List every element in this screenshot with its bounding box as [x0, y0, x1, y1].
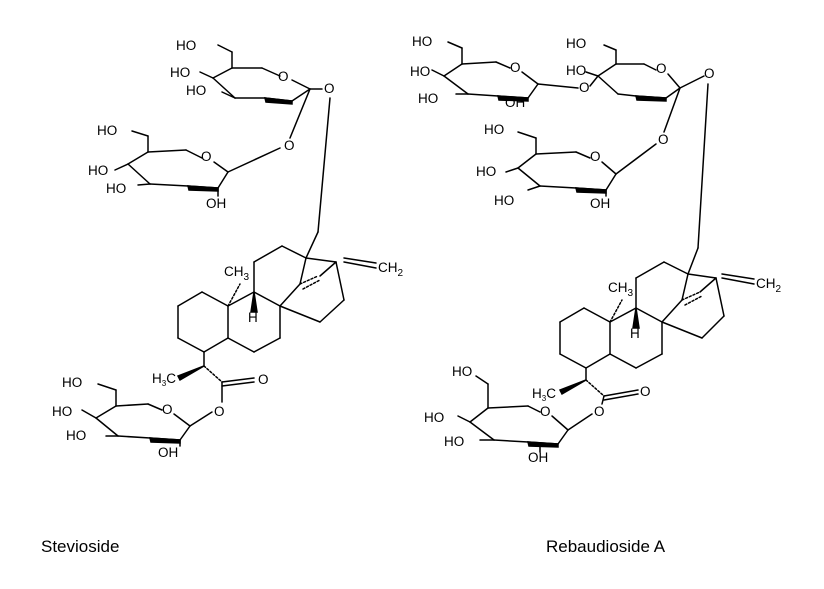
- ester-oxygen-label: O: [214, 404, 225, 419]
- ring-oxygen-label: O: [540, 404, 551, 419]
- glycosidic-oxygen-label: O: [704, 66, 715, 81]
- carbonyl-oxygen-label: O: [258, 372, 269, 387]
- caption-stevioside: Stevioside: [41, 537, 120, 556]
- methyl-label: CH3: [224, 264, 250, 283]
- atom-label: HO: [170, 65, 190, 80]
- stevioside-top-glucose-ring: [199, 44, 323, 139]
- rebaudioside-top-glucose-ring: [585, 44, 705, 133]
- atom-label: OH: [590, 196, 610, 211]
- atom-label: HO: [62, 375, 82, 390]
- glycosidic-oxygen-label: O: [284, 138, 295, 153]
- rebaudioside-steviol-core: [558, 83, 755, 405]
- atom-label: HO: [418, 91, 438, 106]
- atom-label: HO: [97, 123, 117, 138]
- atom-label: HO: [566, 36, 586, 51]
- hydrogen-label: H: [630, 326, 640, 341]
- methylene-label: CH2: [378, 260, 404, 279]
- ring-oxygen-label: O: [510, 60, 521, 75]
- ester-oxygen-label: O: [594, 404, 605, 419]
- atom-label: OH: [206, 196, 226, 211]
- atom-label: HO: [52, 404, 72, 419]
- atom-label: HO: [566, 63, 586, 78]
- atom-label: HO: [88, 163, 108, 178]
- atom-label: HO: [444, 434, 464, 449]
- rebaudioside-ester-glucose-ring: [457, 375, 593, 453]
- rebaudioside-left-glucose-ring: [431, 41, 579, 102]
- glycosidic-oxygen-label: O: [324, 81, 335, 96]
- carbonyl-oxygen-label: O: [640, 384, 651, 399]
- methyl-label: H3C: [152, 371, 176, 388]
- atom-label: HO: [106, 181, 126, 196]
- atom-label: HO: [424, 410, 444, 425]
- ring-oxygen-label: O: [278, 69, 289, 84]
- stevioside-steviol-core: [176, 97, 377, 403]
- atom-label: OH: [158, 445, 178, 460]
- methyl-label: CH3: [608, 280, 634, 299]
- methyl-label: H3C: [532, 386, 556, 403]
- glycosidic-oxygen-label: O: [579, 80, 590, 95]
- ring-oxygen-label: O: [201, 149, 212, 164]
- hydrogen-label: H: [248, 310, 258, 325]
- atom-label: HO: [186, 83, 206, 98]
- ring-oxygen-label: O: [656, 61, 667, 76]
- caption-rebaudioside-a: Rebaudioside A: [546, 537, 666, 556]
- glycosidic-oxygen-label: O: [658, 132, 669, 147]
- ring-oxygen-label: O: [162, 402, 173, 417]
- atom-label: HO: [66, 428, 86, 443]
- stevioside-structure: HO HO HO O O O HO HO HO O OH: [52, 38, 404, 460]
- atom-label: HO: [176, 38, 196, 53]
- rebaudioside-a-structure: HO HO HO O OH O HO HO O O O: [410, 34, 782, 465]
- atom-label: HO: [476, 164, 496, 179]
- stevioside-ester-glucose-ring: [81, 383, 213, 447]
- atom-label: HO: [494, 193, 514, 208]
- atom-label: HO: [412, 34, 432, 49]
- ring-oxygen-label: O: [590, 149, 601, 164]
- methylene-label: CH2: [756, 276, 782, 295]
- atom-label: OH: [528, 450, 548, 465]
- atom-label: HO: [410, 64, 430, 79]
- rebaudioside-middle-glucose-ring: [505, 131, 657, 197]
- atom-label: OH: [505, 95, 525, 110]
- stevioside-middle-glucose-ring: [114, 130, 281, 197]
- atom-label: HO: [484, 122, 504, 137]
- atom-label: HO: [452, 364, 472, 379]
